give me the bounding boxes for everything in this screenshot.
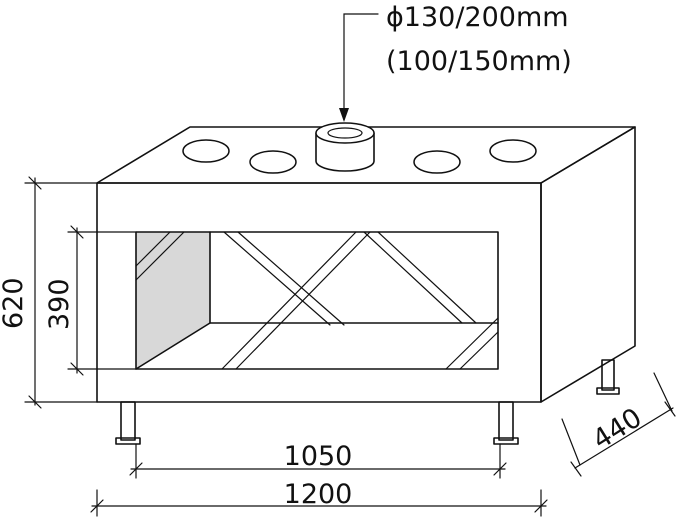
side-glass-shade (136, 232, 210, 369)
top-vent-hole (413, 150, 461, 174)
firebox-body (96, 126, 636, 403)
top-vent-hole (249, 150, 297, 174)
leg-foot (115, 437, 141, 445)
legs (115, 359, 620, 445)
side-face (540, 126, 636, 403)
glass-opening (135, 231, 499, 370)
opening-height-label: 390 (44, 278, 75, 330)
dim-depth (561, 372, 676, 477)
leg (120, 401, 136, 441)
top-openings (182, 139, 537, 174)
leg-foot (493, 437, 519, 445)
opening-frame (135, 231, 499, 370)
dim-inner-width (129, 443, 507, 479)
flue-alt-size-label: (100/150mm) (386, 46, 572, 77)
inner-width-label: 1050 (284, 441, 353, 472)
depth-label: 440 (587, 402, 647, 456)
leg (498, 401, 514, 441)
dim-overall-height (24, 176, 98, 409)
flue-collar (315, 122, 375, 172)
top-vent-hole (182, 139, 230, 163)
overall-height-label: 620 (0, 277, 29, 329)
leg (601, 359, 615, 391)
overall-width-label: 1200 (284, 479, 353, 510)
flue-leader (339, 13, 379, 122)
flue-size-label: ϕ130/200mm (386, 2, 569, 33)
dim-opening-height (67, 225, 137, 376)
top-vent-hole (489, 139, 537, 163)
dim-overall-width (90, 489, 548, 517)
leg-foot (596, 387, 620, 395)
front-face (96, 182, 542, 403)
